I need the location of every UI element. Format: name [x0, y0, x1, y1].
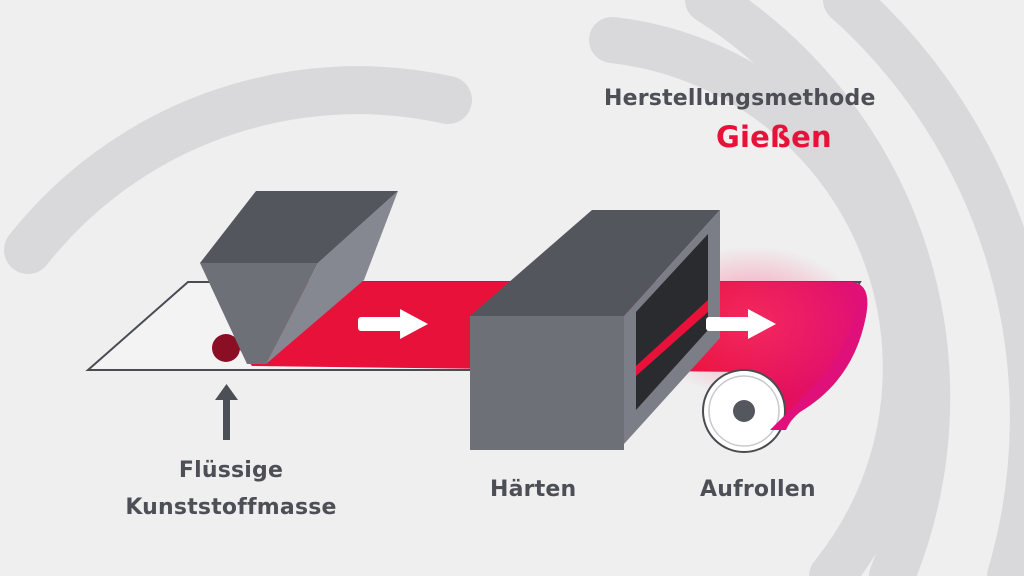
method-label: Herstellungsmethode — [604, 86, 876, 111]
step-label-curing: Härten — [490, 477, 577, 502]
step-label-liquid-material: Flüssige Kunststoffmasse — [104, 452, 358, 526]
casting-hopper — [200, 191, 398, 364]
belt-oven-exit — [636, 300, 708, 376]
step-label-rolling: Aufrollen — [700, 477, 816, 502]
curing-oven — [470, 210, 720, 450]
arrow-right-icon — [706, 309, 776, 339]
arrow-right-icon — [358, 309, 428, 339]
method-name: Gießen — [716, 120, 832, 154]
liquid-bead — [212, 334, 240, 362]
step-label-liquid-line1: Flüssige — [178, 458, 284, 483]
roller-icon — [702, 369, 786, 453]
arrow-up-icon — [215, 384, 238, 440]
step-label-liquid-line2: Kunststoffmasse — [125, 495, 337, 520]
belt-wrap — [770, 300, 866, 430]
background-arcs — [4, 0, 1024, 576]
